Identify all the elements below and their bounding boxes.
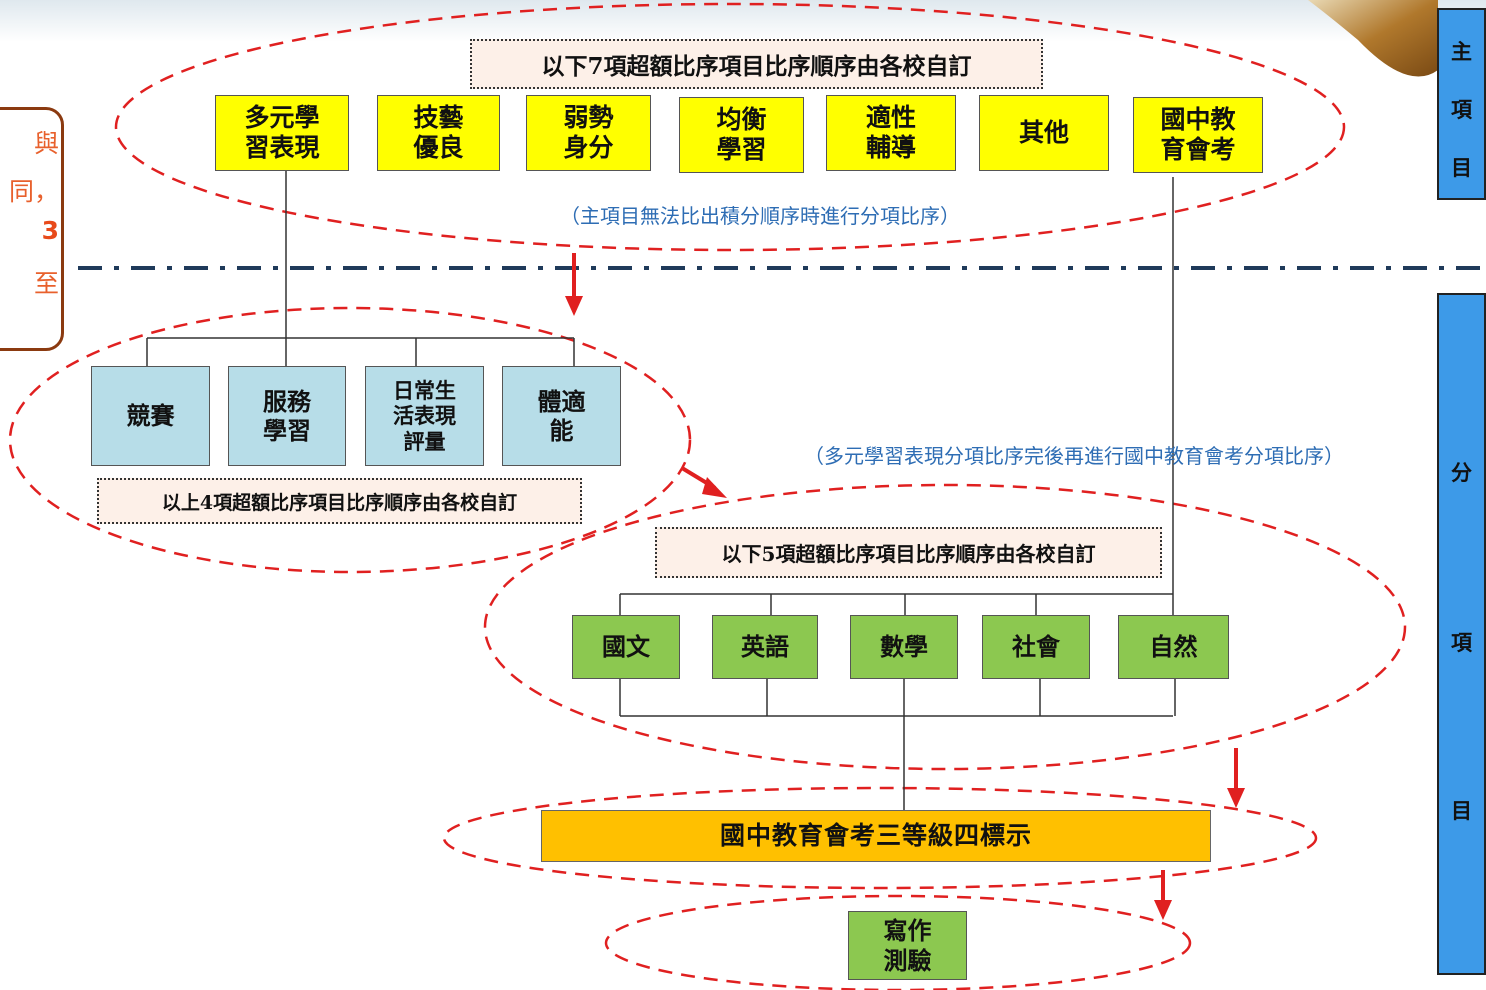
side-label-char: 目 (1451, 799, 1472, 823)
exam-note: （多元學習表現分項比序完後再進行國中教育會考分項比序） (804, 444, 1344, 468)
left-callout: 與 同， 3 至 (0, 107, 64, 351)
decorative-corner-image (1308, 0, 1438, 77)
subject-science: 自然 (1118, 615, 1229, 679)
arrow-down-2-head (1227, 788, 1245, 808)
sub-item-competition: 競賽 (91, 366, 210, 466)
subject-math: 數學 (850, 615, 958, 679)
multi-group-ellipse (8, 306, 692, 574)
main-item-skills: 技藝 優良 (377, 95, 500, 171)
main-items-note: （主項目無法比出積分順序時進行分項比序） (560, 204, 960, 228)
callout-line: 同， (8, 177, 59, 206)
main-items-header: 以下7項超額比序項目比序順序由各校自訂 (470, 39, 1043, 89)
arrow-down-3-head (1154, 900, 1172, 920)
main-item-other: 其他 (979, 95, 1109, 171)
main-item-multi-learning: 多元學 習表現 (215, 95, 349, 171)
subject-chinese: 國文 (572, 615, 680, 679)
sub-item-daily-life: 日常生 活表現 評量 (365, 366, 484, 466)
arrow-diag-head (702, 477, 727, 498)
main-items-side-label: 主 項 目 (1437, 8, 1486, 200)
subject-english: 英語 (712, 615, 818, 679)
main-item-exam: 國中教 育會考 (1133, 97, 1263, 173)
writing-test-box: 寫作 測驗 (848, 911, 967, 980)
side-label-char: 分 (1451, 461, 1472, 485)
subject-social: 社會 (982, 615, 1090, 679)
main-item-guidance: 適性 輔導 (826, 95, 956, 171)
subjects-group-ellipse (483, 483, 1407, 771)
main-item-disadvantaged: 弱勢 身分 (526, 95, 651, 171)
exam-levels-box: 國中教育會考三等級四標示 (541, 810, 1211, 862)
main-item-balanced-learning: 均衡 學習 (679, 97, 804, 173)
callout-line: 3 (41, 216, 59, 245)
subjects-header: 以下5項超額比序項目比序順序由各校自訂 (655, 527, 1162, 578)
arrow-down-1-head (565, 296, 583, 316)
main-group-ellipse (114, 2, 1346, 252)
multi-items-footer-text: 以上4項超額比序項目比序順序由各校自訂 (161, 491, 518, 514)
main-items-header-text: 以下7項超額比序項目比序順序由各校自訂 (541, 53, 972, 80)
top-gradient (0, 0, 1486, 42)
levels-group-ellipse (442, 786, 1318, 890)
callout-line: 與 (33, 129, 59, 158)
sub-item-service-learning: 服務 學習 (228, 366, 346, 466)
subjects-header-text: 以下5項超額比序項目比序順序由各校自訂 (721, 542, 1096, 566)
multi-items-footer: 以上4項超額比序項目比序順序由各校自訂 (97, 478, 582, 524)
sub-item-fitness: 體適 能 (502, 366, 621, 466)
side-label-char: 目 (1451, 156, 1472, 180)
side-label-char: 項 (1451, 631, 1472, 655)
callout-line: 至 (33, 269, 59, 298)
sub-items-side-label: 分 項 目 (1437, 293, 1486, 975)
side-label-char: 主 (1451, 40, 1472, 64)
side-label-char: 項 (1451, 98, 1472, 122)
writing-group-ellipse (604, 894, 1192, 990)
